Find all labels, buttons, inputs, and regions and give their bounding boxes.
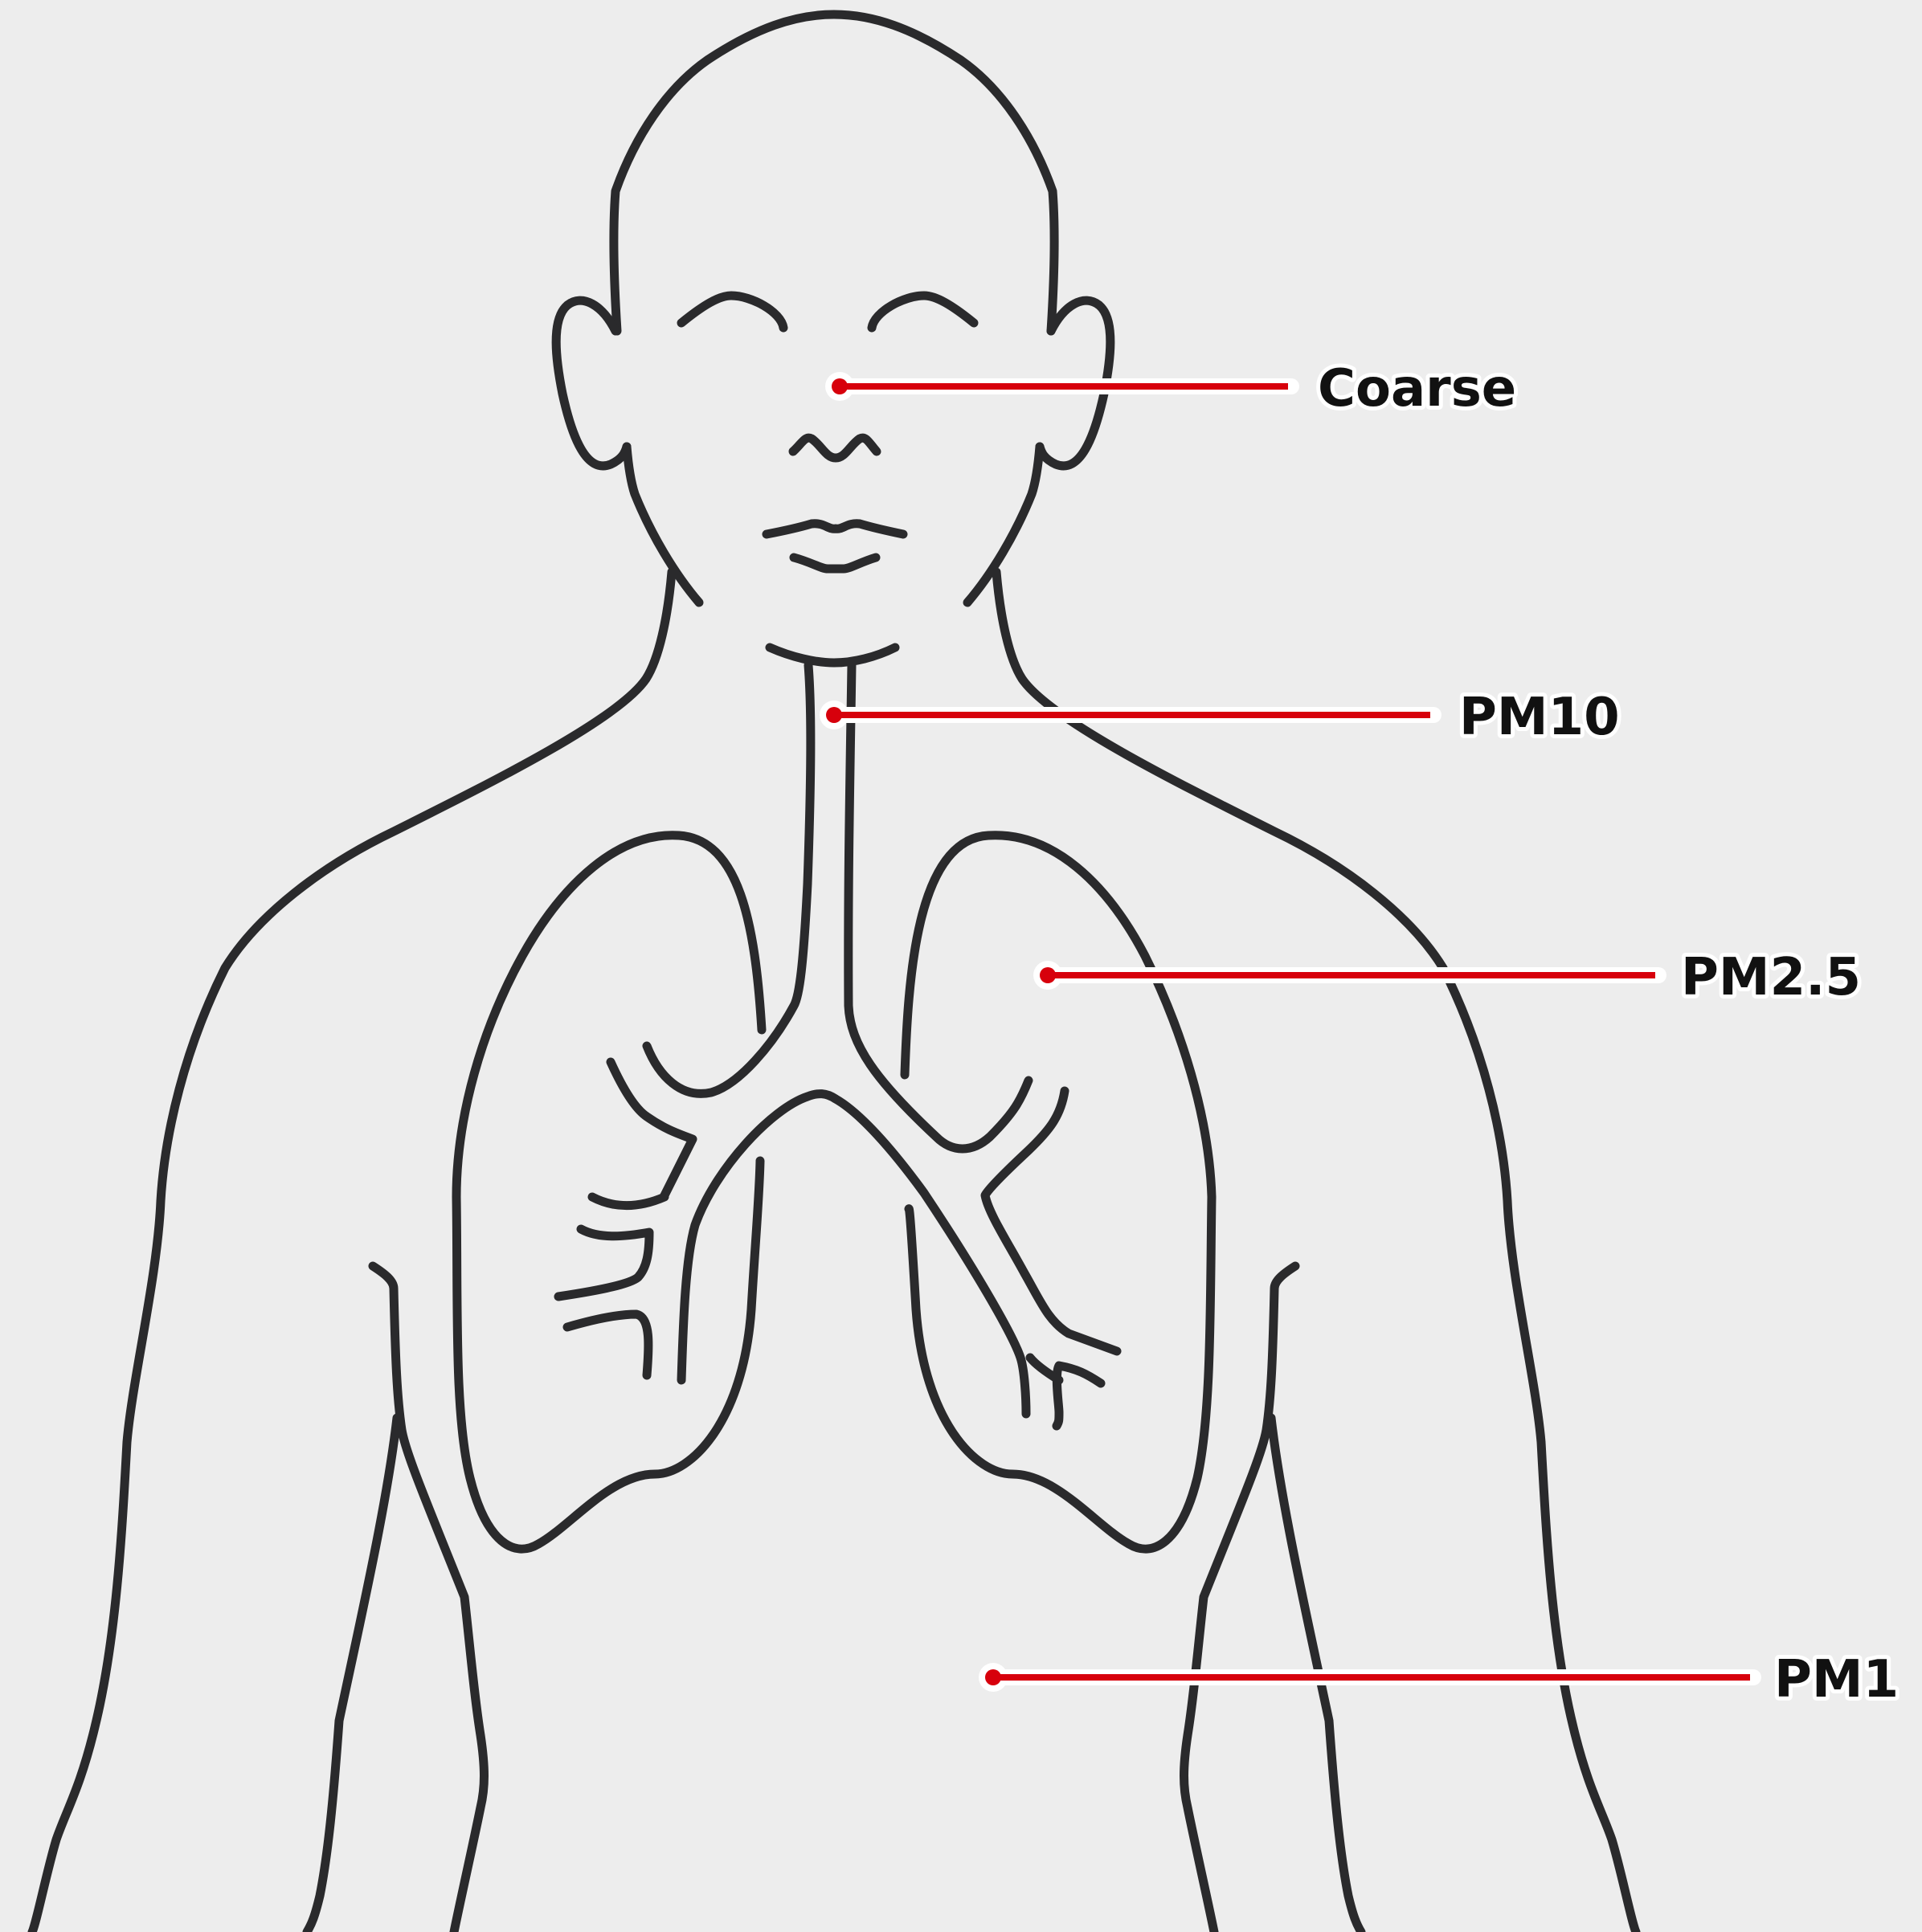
pm10-label: PM10 (1459, 688, 1620, 747)
pm1-label: PM1 (1774, 1650, 1899, 1709)
coarse-marker-dot (832, 378, 848, 394)
left-lung (456, 835, 762, 1549)
left-bronchus-upper (611, 1062, 693, 1195)
right-neck-shoulder (996, 572, 1636, 1932)
trachea-right-wall (849, 665, 1028, 1149)
nose (793, 438, 877, 458)
left-ear (556, 300, 627, 466)
lower-lip (794, 558, 876, 569)
right-eye (872, 296, 974, 328)
right-lung (905, 835, 1212, 1549)
airways (558, 665, 1117, 1426)
left-bronchus-mid (592, 1197, 665, 1206)
left-neck-shoulder (32, 572, 672, 1932)
left-bronchus-lower (558, 1229, 649, 1297)
label-pm1: PM1 (979, 1650, 1899, 1709)
coarse-label: Coarse (1318, 359, 1516, 419)
label-pm10: PM10 (820, 688, 1620, 747)
right-jaw (967, 447, 1040, 602)
left-bronchus-bottom (567, 1314, 648, 1375)
carina (681, 1094, 1026, 1414)
chin (770, 647, 895, 663)
left-arm-outer-lower (307, 1418, 397, 1932)
right-bronchus-lower (1057, 1366, 1101, 1426)
right-bronchus-upper (985, 1091, 1117, 1351)
label-pm25: PM2.5 (1033, 948, 1861, 1007)
left-eye (681, 296, 783, 328)
pm25-marker-dot (1040, 967, 1056, 983)
left-jaw (627, 447, 699, 602)
upper-lip (767, 524, 903, 534)
label-coarse: Coarse (825, 359, 1516, 419)
pm10-marker-dot (826, 707, 842, 723)
lungs (456, 835, 1212, 1549)
trachea-left-wall (647, 665, 811, 1093)
pm1-marker-dot (985, 1669, 1001, 1685)
right-arm-inner (1184, 1266, 1296, 1932)
head-outline (614, 14, 1054, 331)
left-arm-inner (373, 1266, 485, 1932)
pm25-label: PM2.5 (1681, 948, 1861, 1007)
